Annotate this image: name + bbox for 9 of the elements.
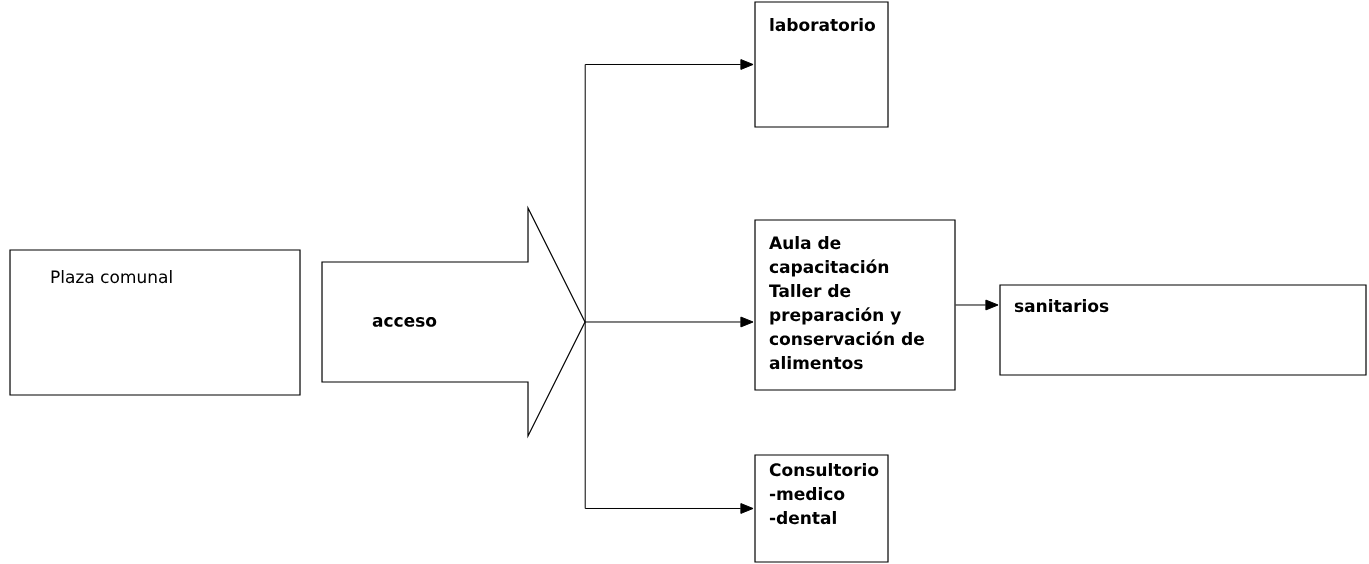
- box: Consultorio -medico -dental: [754, 454, 889, 563]
- box: Plaza comunal: [9, 249, 301, 396]
- box: sanitarios: [999, 284, 1367, 376]
- arrow: [584, 321, 754, 514]
- box: Aula de capacitación Taller de preparación y conservación de alimentos: [754, 219, 956, 391]
- arrow: [584, 316, 754, 328]
- box: laboratorio: [754, 1, 889, 128]
- arrow: [955, 299, 999, 311]
- arrow: [584, 59, 754, 323]
